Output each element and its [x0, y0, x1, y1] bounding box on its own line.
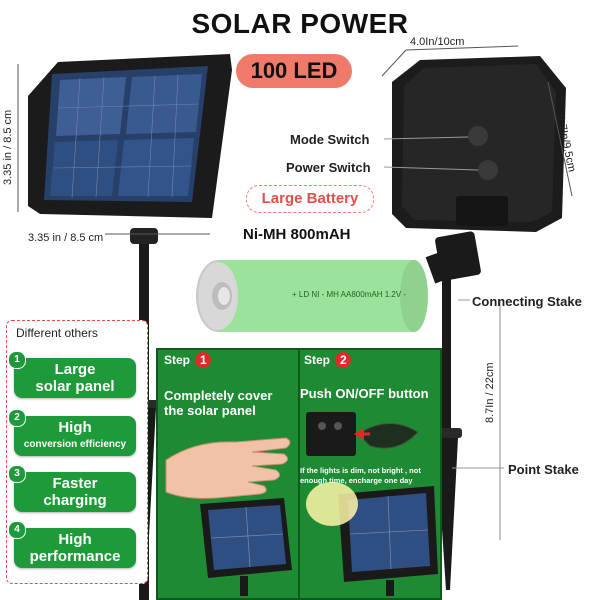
feature-number: 1	[8, 351, 26, 369]
feature-line1: Large	[54, 361, 96, 378]
battery-illustration	[196, 260, 428, 332]
features-title: Different others	[16, 326, 98, 340]
feature-item: 4 High performance	[8, 521, 136, 568]
step-2-tag: Step 2	[304, 352, 352, 368]
step-1-tag: Step 1	[164, 352, 212, 368]
mode-switch-label: Mode Switch	[290, 132, 370, 147]
feature-line2: conversion efficiency	[23, 439, 127, 450]
power-switch-label: Power Switch	[286, 160, 371, 175]
feature-number: 3	[8, 465, 26, 483]
feature-line1: High	[58, 419, 92, 436]
step-1-text: Completely cover the solar panel	[164, 388, 273, 418]
step-number: 2	[335, 352, 352, 368]
battery-print: + LD NI - MH AA800mAH 1.2V -	[292, 290, 407, 299]
step-number: 1	[195, 352, 212, 368]
page-title: SOLAR POWER	[191, 8, 409, 39]
power-switch-icon	[478, 160, 498, 180]
feature-item: 3 Faster charging	[8, 465, 136, 512]
feature-line2: charging	[43, 492, 107, 509]
mode-switch-icon	[468, 126, 488, 146]
panel-width-label: 3.35 in / 8.5 cm	[26, 232, 106, 244]
feature-line2: solar panel	[35, 378, 115, 395]
step-label: Step	[164, 353, 191, 367]
feature-line1: High	[58, 531, 92, 548]
feature-item: 1 Large solar panel	[8, 351, 136, 398]
step-2-illustration	[306, 412, 438, 596]
stake-height-label: 8.7In / 22cm	[484, 338, 496, 448]
feature-number: 2	[8, 409, 26, 427]
led-count-badge: 100 LED	[236, 54, 352, 88]
step-2-text: Push ON/OFF button	[300, 386, 429, 401]
step-2-note: If the lights is dim, not bright , not e…	[300, 466, 421, 485]
connecting-stake	[425, 252, 449, 284]
large-battery-badge: Large Battery	[246, 185, 374, 213]
point-stake-label: Point Stake	[508, 462, 579, 477]
feature-number: 4	[8, 521, 26, 539]
step-1-illustration	[165, 437, 292, 596]
feature-item: 2 High conversion efficiency	[8, 409, 136, 456]
step-label: Step	[304, 353, 331, 367]
feature-line1: Faster	[52, 475, 98, 492]
battery-spec: Ni-MH 800mAH	[243, 226, 351, 243]
panel-height-label: 3.35 in / 8.5 cm	[2, 109, 14, 185]
box-width-label: 4.0In/10cm	[410, 36, 465, 48]
feature-line2: performance	[29, 548, 121, 565]
connecting-stake-label: Connecting Stake	[472, 294, 582, 309]
